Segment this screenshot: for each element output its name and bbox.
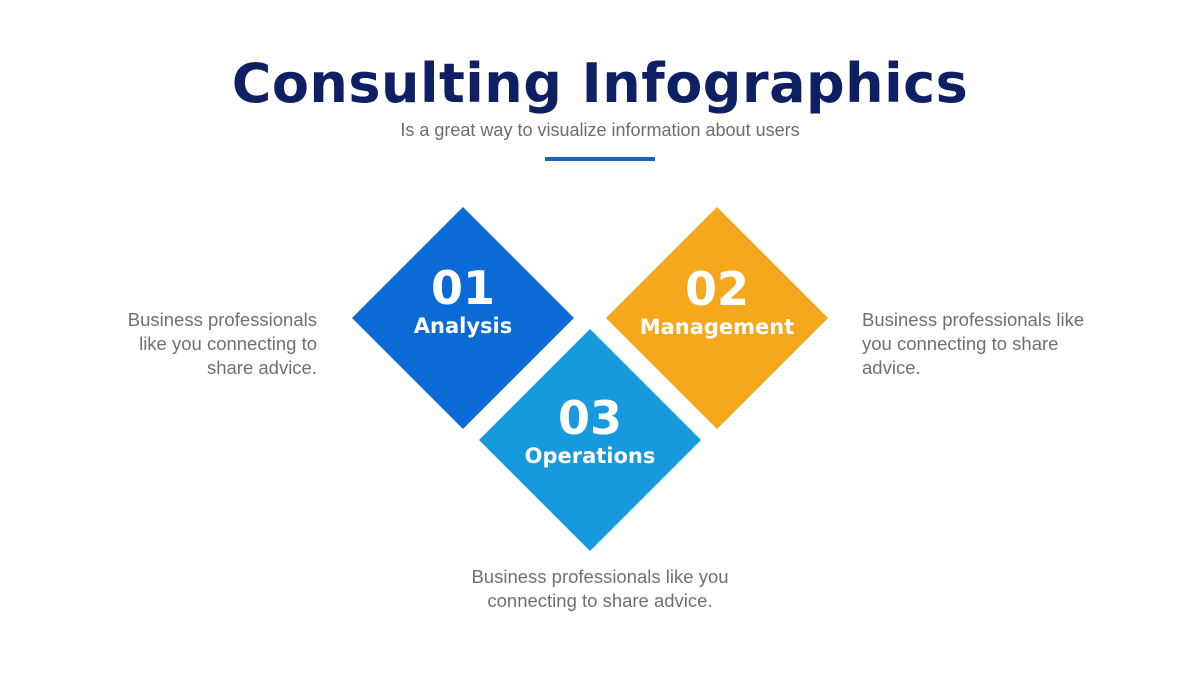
page-title: Consulting Infographics	[231, 52, 969, 115]
title-divider	[545, 157, 655, 161]
page-subtitle: Is a great way to visualize information …	[400, 120, 800, 140]
diamond-number: 02	[684, 262, 749, 316]
diamond-label: Analysis	[413, 314, 513, 338]
description-left: Business professionals like you connecti…	[127, 309, 317, 378]
description-right: Business professionals like you connecti…	[862, 309, 1085, 378]
diamond-number: 03	[557, 391, 622, 445]
diamond-label: Operations	[524, 444, 656, 468]
diamond-number: 01	[430, 261, 495, 315]
diamond-label: Management	[639, 315, 795, 339]
description-bottom: Business professionals like you connecti…	[471, 566, 729, 611]
